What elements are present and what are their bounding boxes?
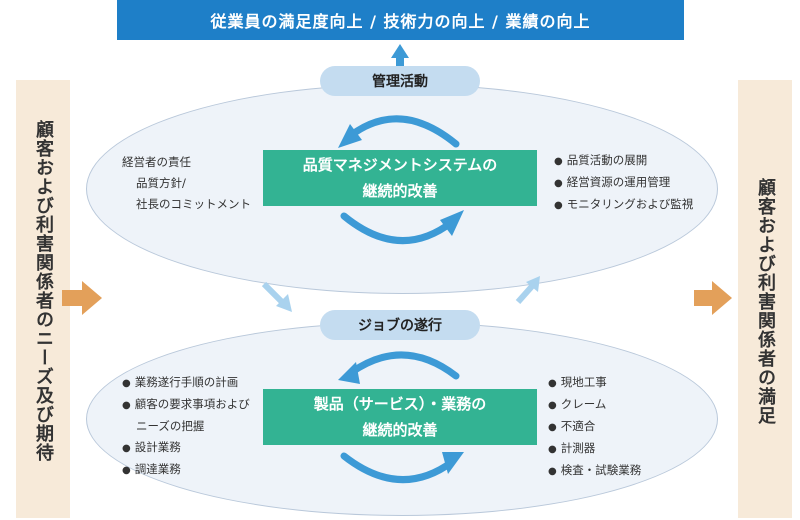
list-item: 経営者の責任 (122, 155, 191, 169)
goal-banner: 従業員の満足度向上 / 技術力の向上 / 業績の向上 (117, 0, 684, 40)
cycle-arrow-icon (340, 351, 460, 483)
diagonal-arrow-icon (515, 276, 540, 304)
goal-banner-text: 従業員の満足度向上 / 技術力の向上 / 業績の向上 (210, 12, 591, 31)
product-line-2: 継続的改善 (362, 421, 438, 439)
management-label-text: 管理活動 (372, 74, 428, 90)
needs-bar: 顧客および利害関係者のニーズ及び期待 (16, 80, 70, 518)
product-improvement-box: 製品（サービス）・業務の 継続的改善 (263, 389, 537, 445)
list-item: 社長のコミットメント (136, 197, 251, 211)
up-arrow-icon (391, 44, 409, 66)
job-left-list: 業務遂行手順の計画 顧客の要求事項および ニーズの把握 設計業務 調達業務 (122, 372, 250, 481)
qms-line-2: 継続的改善 (362, 182, 438, 200)
list-item: 経営資源の運用管理 (554, 172, 693, 194)
list-item: 現地工事 (548, 372, 641, 394)
list-item: 設計業務 (122, 437, 250, 459)
job-right-list: 現地工事 クレーム 不適合 計測器 検査・試験業務 (548, 372, 642, 482)
satisfaction-bar: 顧客および利害関係者の満足 (738, 80, 792, 518)
list-item: 不適合 (548, 416, 641, 438)
qms-line-1: 品質マネジメントシステムの (302, 156, 498, 174)
list-item: 品質活動の展開 (554, 150, 693, 172)
right-arrow-icon (694, 281, 732, 315)
product-line-1: 製品（サービス）・業務の (313, 395, 487, 413)
diagonal-arrow-icon (261, 281, 292, 312)
list-item: クレーム (548, 394, 641, 416)
satisfaction-bar-text: 顧客および利害関係者の満足 (755, 178, 776, 425)
management-left-list: 経営者の責任 品質方針/ 社長のコミットメント (122, 152, 251, 215)
list-item: 業務遂行手順の計画 (122, 372, 250, 394)
management-right-list: 品質活動の展開 経営資源の運用管理 モニタリングおよび監視 (554, 150, 694, 216)
job-label: ジョブの遂行 (320, 310, 480, 340)
list-item: モニタリングおよび監視 (554, 194, 694, 216)
management-label: 管理活動 (320, 66, 480, 96)
list-item: 品質方針/ (136, 176, 186, 190)
needs-bar-text: 顧客および利害関係者のニーズ及び期待 (33, 120, 54, 462)
right-arrow-icon (62, 281, 102, 315)
list-item: 調達業務 (122, 459, 250, 481)
list-item: 計測器 (548, 438, 641, 460)
list-item: 検査・試験業務 (548, 460, 642, 482)
job-label-text: ジョブの遂行 (358, 318, 442, 334)
list-item: ニーズの把握 (136, 419, 205, 433)
qms-improvement-box: 品質マネジメントシステムの 継続的改善 (263, 150, 537, 206)
cycle-arrow-icon (340, 115, 460, 244)
list-item: 顧客の要求事項および (122, 394, 250, 416)
